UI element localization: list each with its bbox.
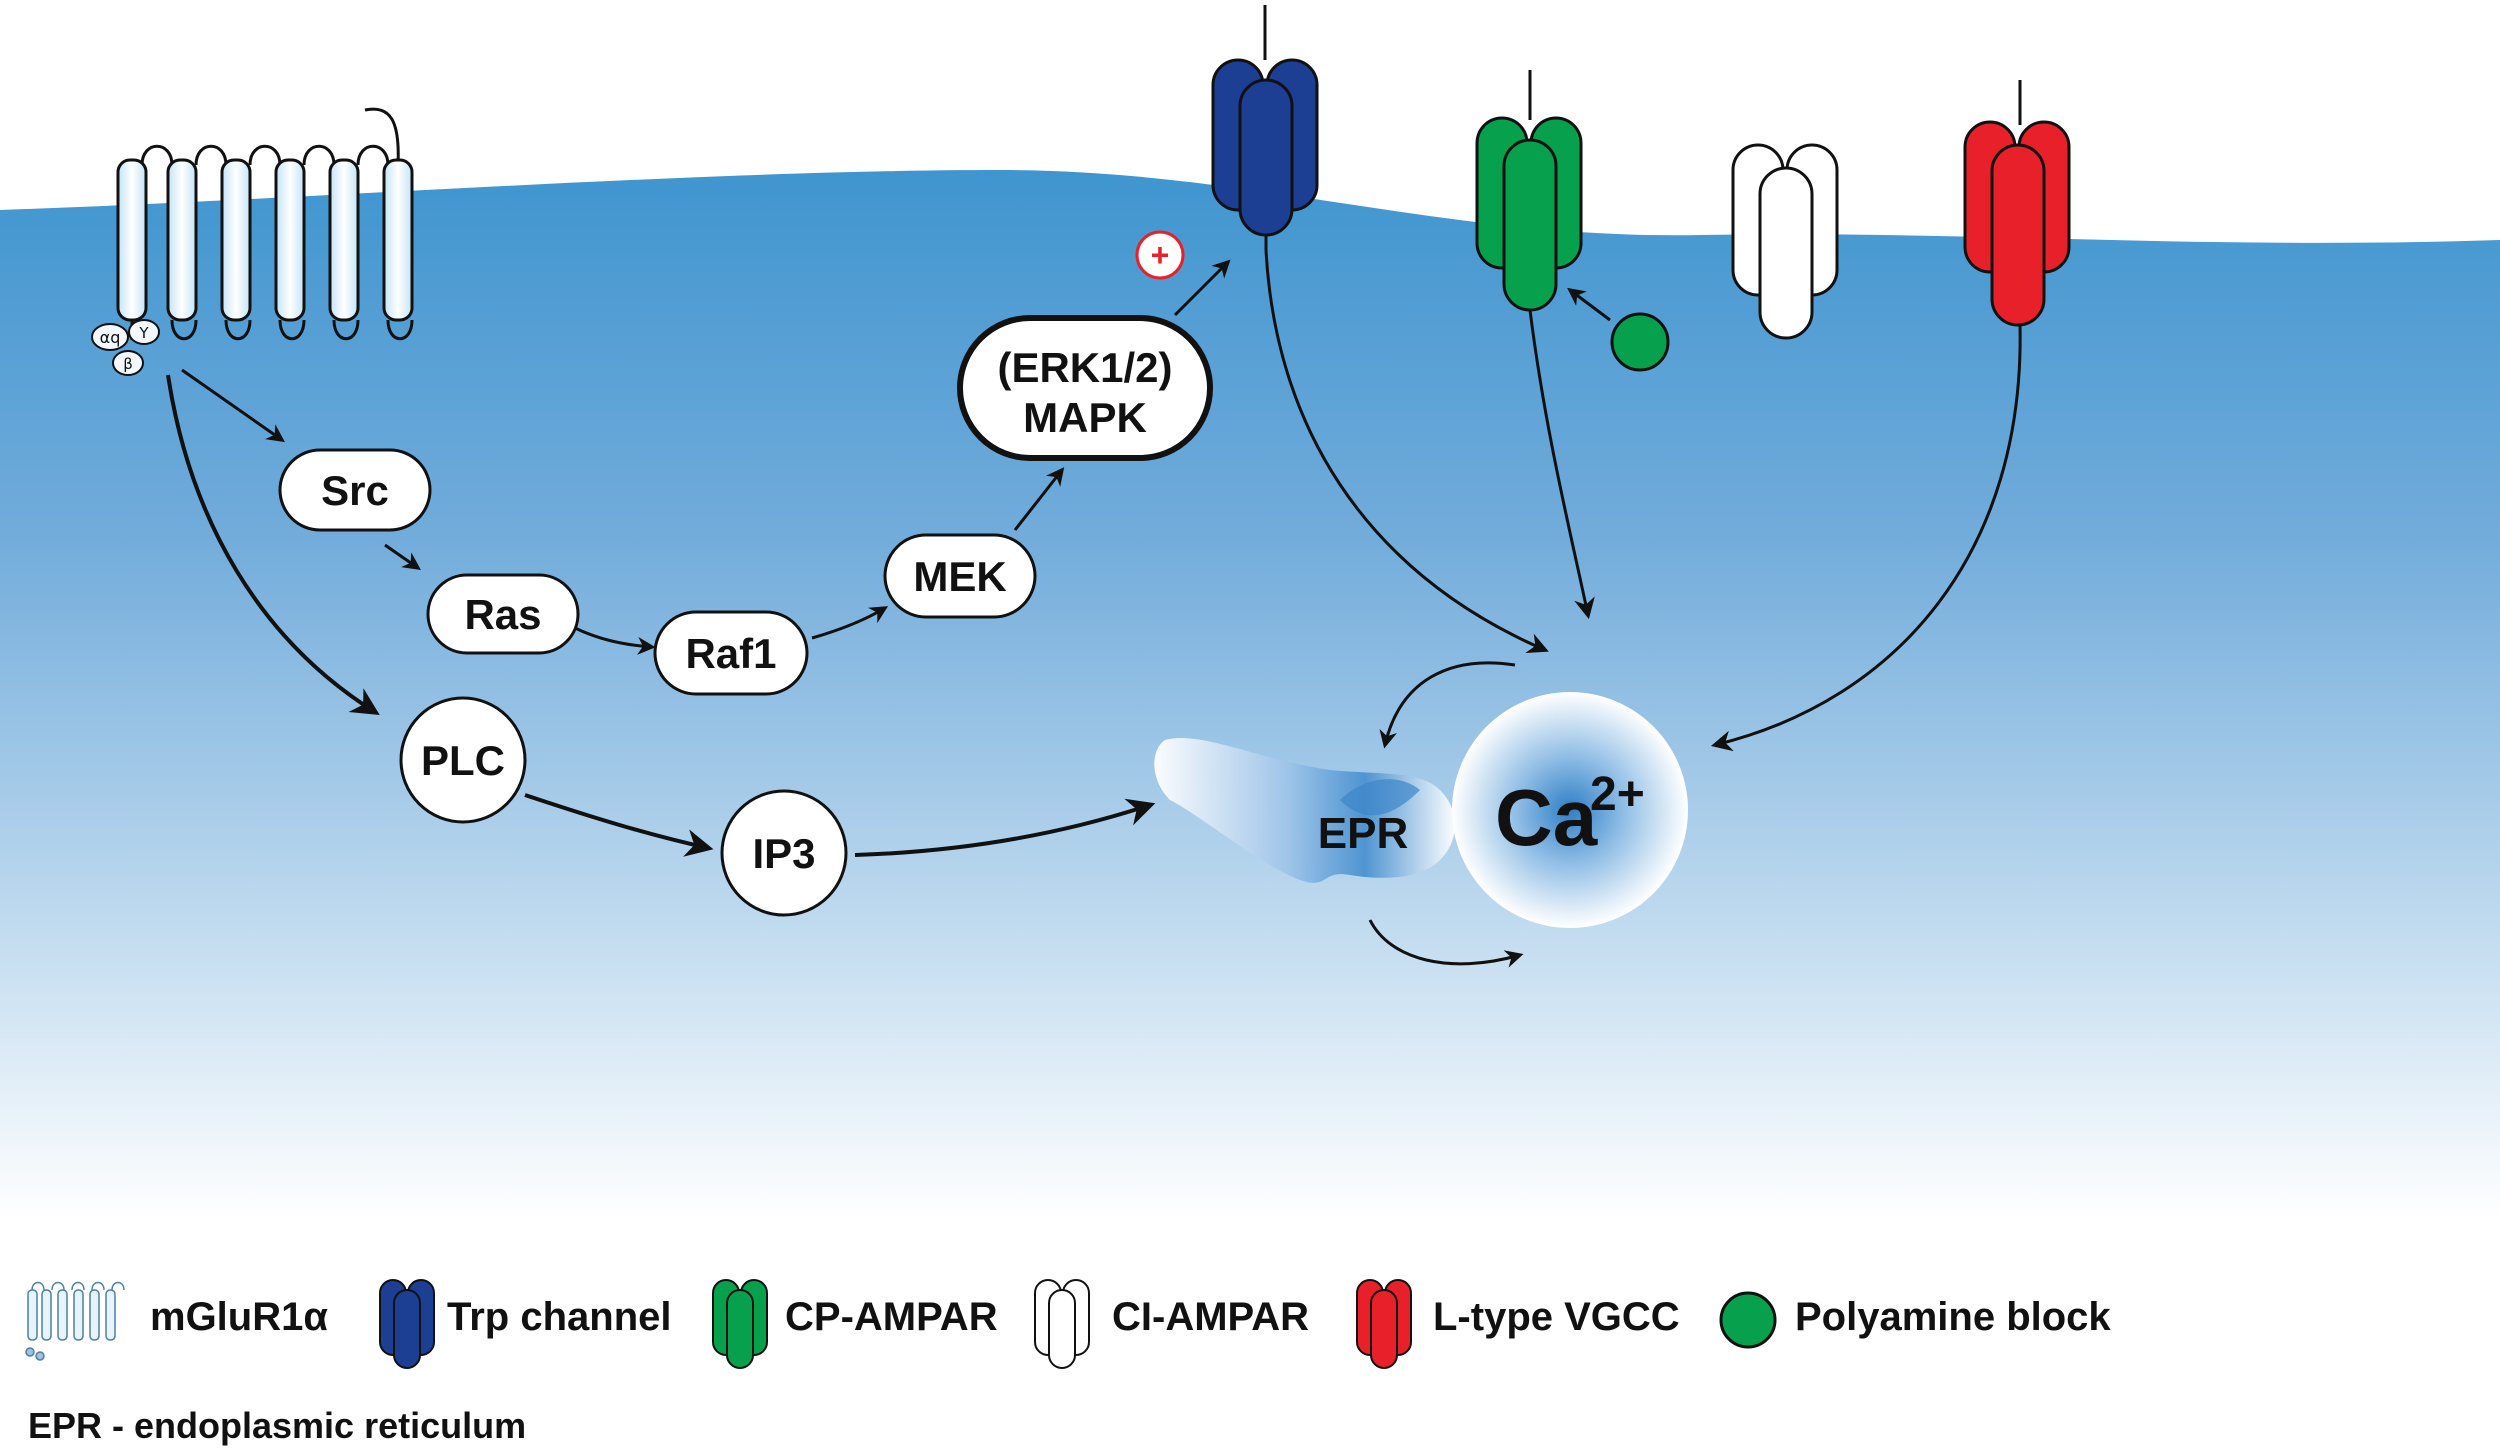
legend-cp-ampar-label: CP-AMPAR — [785, 1295, 998, 1339]
arrow-gprotein-to-plc — [166, 374, 380, 715]
node-plc-label: PLC — [421, 737, 505, 784]
legend-trp-icon — [379, 1279, 435, 1369]
cytoplasm — [0, 170, 2500, 1220]
legend-vgcc-label: L-type VGCC — [1433, 1295, 1680, 1339]
ci-ampar-channel — [1731, 143, 1839, 340]
legend-mglur-label: mGluR1α — [150, 1295, 328, 1339]
epr-label: EPR — [1318, 809, 1408, 858]
plus-badge: + — [1135, 230, 1185, 280]
g-alpha-label: αq — [100, 328, 121, 347]
g-beta-label: β — [123, 355, 133, 373]
arrows — [166, 249, 2022, 968]
polyamine-block — [1610, 312, 1670, 372]
epr-shape — [1154, 737, 1455, 883]
legend-ci-ampar-label: CI-AMPAR — [1112, 1295, 1309, 1339]
node-mapk-label-line1: (ERK1/2) — [997, 344, 1172, 391]
legend-footnote: EPR - endoplasmic reticulum — [28, 1405, 526, 1446]
arrow-ras-to-raf1 — [574, 626, 656, 655]
node-ras: Ras — [426, 573, 580, 655]
arrow-polyamine-to-cp-ampar — [1567, 287, 1611, 322]
node-raf1-label: Raf1 — [685, 630, 776, 677]
arrow-raf1-to-mek — [811, 606, 889, 640]
node-raf1: Raf1 — [653, 610, 809, 696]
legend-cp-ampar-icon — [712, 1279, 768, 1369]
arrow-epr-to-calcium — [1368, 919, 1524, 968]
calcium-charge-label: 2+ — [1590, 768, 1645, 821]
legend-polyamine-label: Polyamine block — [1795, 1295, 2111, 1339]
node-mapk: (ERK1/2) MAPK — [957, 315, 1213, 461]
legend: mGluR1α Trp channel CP-AMPAR CI-AMPAR L-… — [25, 1279, 2111, 1446]
arrow-calcium-to-epr — [1379, 661, 1516, 749]
g-alpha-subunit — [91, 323, 129, 351]
g-gamma-subunit — [128, 319, 160, 345]
calcium-label: Ca — [1495, 773, 1598, 862]
legend-trp-label: Trp channel — [447, 1295, 672, 1339]
g-beta-subunit — [112, 350, 144, 376]
node-ip3-label: IP3 — [752, 830, 815, 877]
node-mek-label: MEK — [913, 553, 1006, 600]
g-gamma-label: Y — [138, 324, 149, 342]
node-ras-label: Ras — [464, 591, 541, 638]
node-src-label: Src — [321, 467, 389, 514]
trp-channel — [1211, 5, 1319, 250]
arrow-gprotein-to-src — [181, 368, 285, 443]
calcium-pool — [1452, 692, 1688, 928]
arrow-src-to-ras — [384, 543, 421, 571]
legend-mglur-icon — [25, 1281, 125, 1361]
node-ip3: IP3 — [720, 789, 848, 917]
legend-polyamine-icon — [1719, 1291, 1777, 1349]
cp-ampar-channel — [1475, 70, 1583, 312]
arrow-trp-to-calcium — [1264, 249, 1549, 653]
node-mek: MEK — [883, 533, 1037, 619]
arrow-vgcc-to-calcium — [1710, 324, 2022, 752]
arrow-ip3-to-epr — [854, 798, 1156, 857]
arrow-plc-to-ip3 — [524, 793, 714, 857]
arrow-mapk-to-trp — [1173, 259, 1231, 317]
legend-vgcc-icon — [1356, 1279, 1412, 1369]
legend-ci-ampar-icon — [1034, 1279, 1090, 1369]
arrow-cp-ampar-to-calcium — [1528, 309, 1595, 620]
node-plc: PLC — [399, 696, 527, 824]
node-mapk-label-line2: MAPK — [1023, 394, 1147, 441]
plus-label: + — [1151, 237, 1170, 273]
arrow-mek-to-mapk — [1013, 467, 1065, 531]
vgcc-channel — [1963, 80, 2071, 327]
g-protein: αq Y β — [91, 319, 160, 376]
node-src: Src — [278, 448, 432, 532]
